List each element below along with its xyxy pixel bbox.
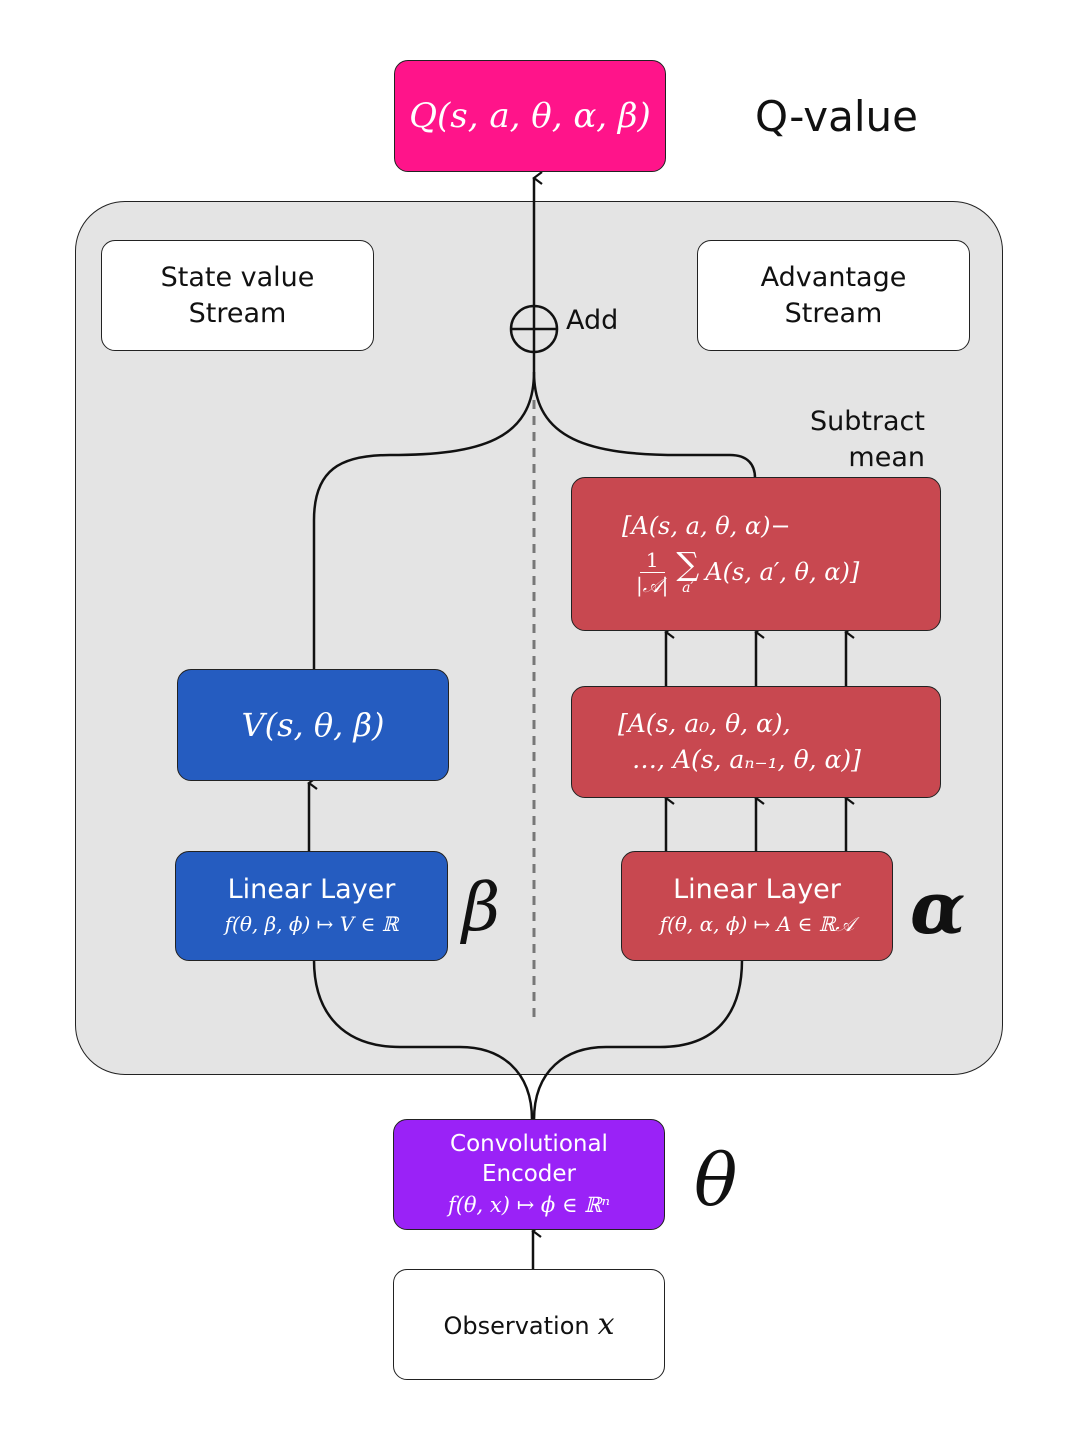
q-value-label: Q-value — [755, 92, 918, 141]
mean-sum: ∑ a′ — [676, 545, 700, 596]
add-label: Add — [566, 305, 619, 336]
state-value-box: V(s, θ, β) — [177, 669, 449, 781]
mean-subtracted-advantage-box: [A(s, a, θ, α)− 1 |𝒜| ∑ a′ A(s, a′, θ, α… — [571, 477, 941, 631]
value-linear-layer: Linear Layer f(θ, β, ϕ) ↦ V ∈ ℝ — [175, 851, 448, 961]
observation-input: Observation x — [393, 1269, 665, 1380]
advantage-vector-box: [A(s, a₀, θ, α), …, A(s, aₙ₋₁, θ, α)] — [571, 686, 941, 798]
subtract-mean-label: Subtract mean — [809, 406, 925, 473]
curve-value-to-add — [312, 371, 536, 670]
q-value-box: Q(s, a, θ, α, β) — [394, 60, 666, 172]
curve-advantage-to-add — [532, 371, 757, 479]
convolutional-encoder: Convolutional Encoder f(θ, x) ↦ ϕ ∈ ℝⁿ — [393, 1119, 665, 1230]
state-value-stream-title: State value Stream — [101, 240, 374, 351]
curve-encoder-to-advantage — [532, 959, 744, 1121]
q-formula: Q(s, a, θ, α, β) — [409, 96, 651, 136]
mean-fraction: 1 |𝒜| — [636, 547, 669, 597]
alpha-param-symbol: α — [910, 865, 966, 950]
theta-param-symbol: θ — [694, 1138, 738, 1222]
advantage-linear-layer: Linear Layer f(θ, α, ϕ) ↦ A ∈ ℝ𝒜 — [621, 851, 893, 961]
advantage-stream-title: Advantage Stream — [697, 240, 970, 351]
beta-param-symbol: β — [462, 869, 501, 946]
curve-encoder-to-value — [312, 959, 534, 1121]
